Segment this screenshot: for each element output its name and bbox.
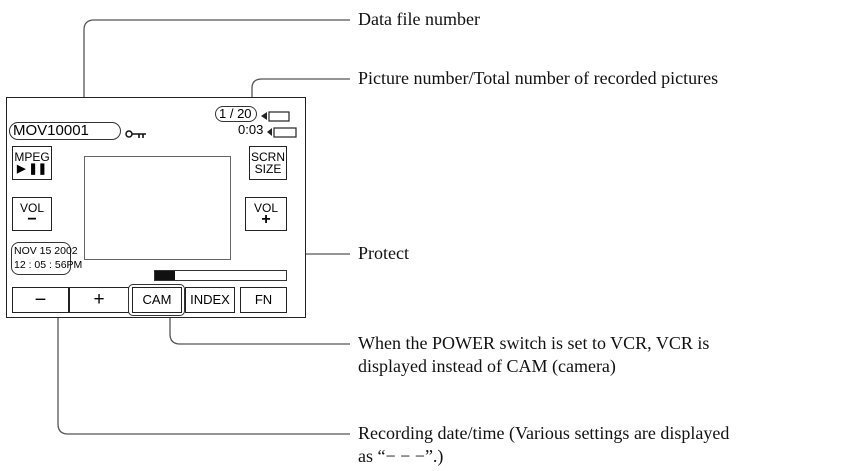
vol-plus-label: VOL: [253, 201, 278, 215]
annotation-protect: Protect: [358, 243, 409, 263]
playback-progress-fill: [155, 271, 175, 280]
index-label: INDEX: [190, 292, 230, 307]
annotation-data-file-number: Data file number: [358, 9, 480, 29]
vol-plus-sign: +: [261, 211, 271, 228]
protect-key-icon: [125, 127, 147, 145]
leader-cam: [169, 318, 350, 345]
mpeg-play-pause-button[interactable]: MPEG ▶ ❚❚: [12, 146, 52, 180]
scrn-label: SCRN: [250, 150, 285, 164]
annotation-power-line2: displayed instead of CAM (camera): [358, 356, 616, 376]
fn-label: FN: [254, 292, 273, 307]
cam-button[interactable]: CAM: [132, 287, 182, 313]
cam-highlight-oval: [128, 284, 185, 316]
volume-up-button[interactable]: VOL +: [245, 197, 287, 231]
cam-label: CAM: [142, 292, 172, 307]
remaining-time: 0:03: [238, 122, 264, 137]
leader-date: [57, 278, 350, 435]
file-number: MOV10001: [13, 122, 89, 139]
plus-button[interactable]: +: [69, 287, 129, 313]
leader-picture-number: [251, 78, 350, 98]
volume-down-button[interactable]: VOL −: [12, 197, 52, 231]
fn-button[interactable]: FN: [240, 287, 287, 313]
size-label: SIZE: [254, 162, 282, 176]
video-display-area: [84, 156, 231, 260]
recording-date: NOV 15 2002: [14, 245, 78, 257]
file-number-oval: [9, 122, 121, 140]
leader-data-file-number: [83, 19, 350, 98]
playback-progress-bar[interactable]: [154, 270, 287, 281]
minus-button[interactable]: −: [12, 287, 69, 313]
annotation-date-line2: as “− − −”.): [358, 446, 444, 466]
picture-counter: 1 / 20: [219, 106, 252, 121]
index-button[interactable]: INDEX: [185, 287, 235, 313]
screen-size-button[interactable]: SCRN SIZE: [249, 146, 287, 180]
battery-icon: [267, 125, 299, 143]
picture-counter-oval: [215, 106, 257, 122]
recording-time: 12 : 05 : 56PM: [14, 259, 83, 271]
tape-icon: [261, 109, 291, 127]
lcd-screen: 1 / 20 MOV10001 0:03 MPEG ▶ ❚❚ SCRN SIZE…: [6, 97, 306, 318]
vol-minus-sign: −: [27, 211, 37, 228]
vol-minus-label: VOL: [19, 201, 44, 215]
play-pause-icon: ▶ ❚❚: [17, 163, 47, 175]
mpeg-label: MPEG: [14, 150, 50, 164]
annotation-power-line1: When the POWER switch is set to VCR, VCR…: [358, 333, 710, 353]
plus-label: +: [93, 289, 105, 310]
minus-label: −: [34, 289, 47, 311]
date-time-oval: [11, 242, 71, 275]
annotation-picture-number: Picture number/Total number of recorded …: [358, 68, 719, 88]
annotation-date-line1: Recording date/time (Various settings ar…: [358, 423, 730, 443]
